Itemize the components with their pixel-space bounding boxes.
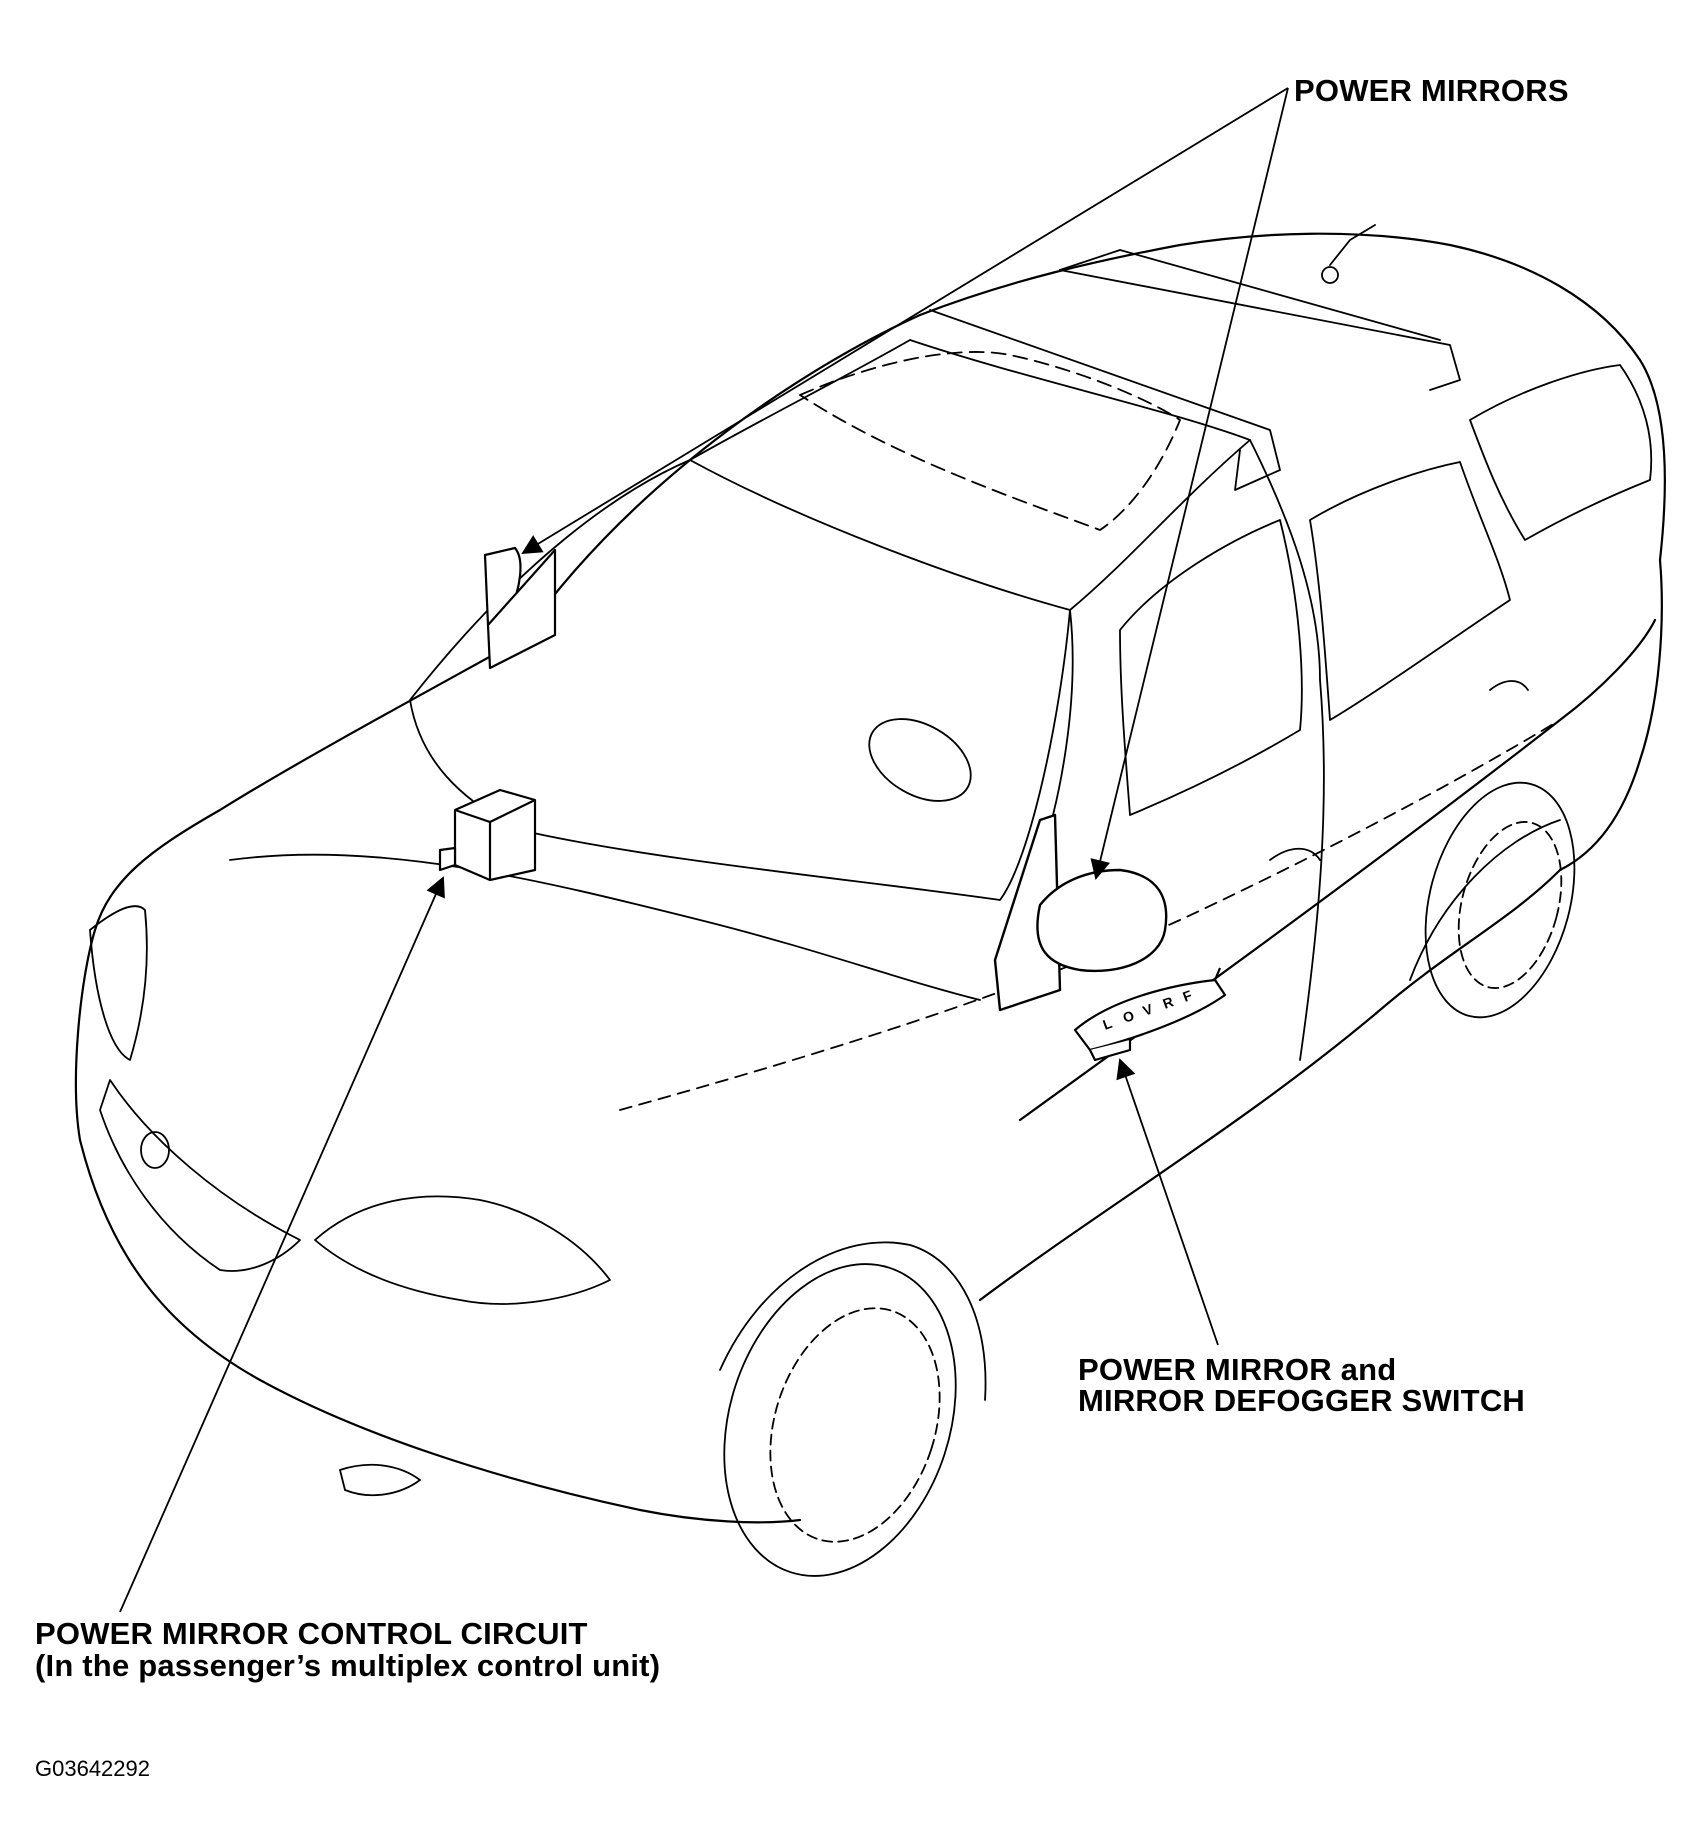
power-mirror-switch [1073,967,1227,1062]
control-circuit-label-line1: POWER MIRROR CONTROL CIRCUIT [35,1616,588,1651]
figure-id: G03642292 [35,1756,150,1781]
switch-glyph: O [1121,1007,1137,1026]
leader-lines [119,87,1289,1613]
control-circuit-label-line2: (In the passenger’s multiplex control un… [35,1648,661,1683]
switch-label-line2: MIRROR DEFOGGER SWITCH [1078,1383,1525,1418]
power-mirrors-label: POWER MIRRORS [1294,73,1569,108]
leader-control-circuit [119,876,445,1613]
leader-switch [1116,1058,1219,1346]
leader-power-mirrors-right [1090,87,1289,880]
right-power-mirror [993,813,1168,1012]
left-power-mirror [483,546,557,670]
leader-power-mirrors-left [521,87,1289,555]
multiplex-control-unit [438,788,537,882]
car-body-outline [74,232,1666,1524]
switch-label-line1: POWER MIRROR and [1078,1352,1397,1387]
